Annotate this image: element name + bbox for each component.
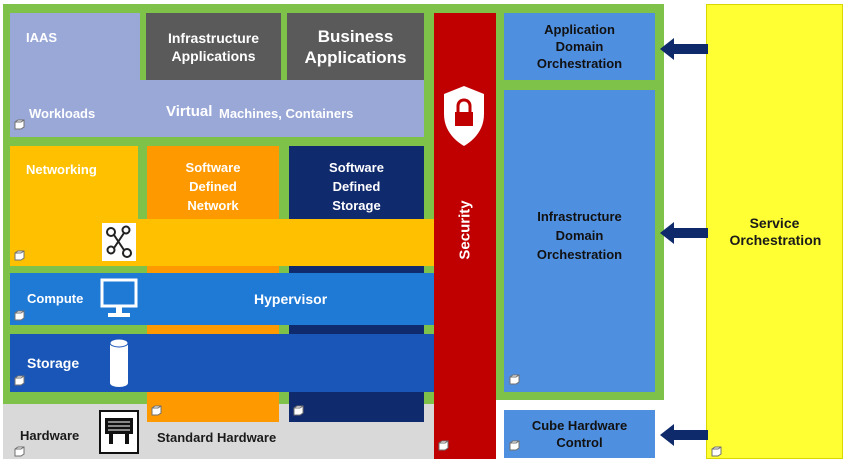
- cube-icon: [14, 446, 25, 457]
- storage-band: [10, 334, 434, 392]
- infrastructure-domain-orchestration-block: Infrastructure Domain Orchestration: [504, 90, 655, 392]
- standard-hardware-label: Standard Hardware: [157, 430, 277, 445]
- cube-icon: [14, 310, 25, 321]
- business-applications-label: Business Applications: [304, 26, 407, 67]
- cube-icon: [293, 405, 304, 416]
- disk-cylinder-icon: [108, 337, 130, 389]
- compute-label: Compute: [27, 291, 84, 306]
- cube-hardware-control-block: Cube Hardware Control: [504, 410, 655, 458]
- machines-containers-label: Machines, Containers: [219, 106, 354, 121]
- sds-label-box: Software Defined Storage: [289, 156, 424, 216]
- shield-lock-icon: [441, 84, 487, 148]
- arrow-left-icon: [660, 222, 708, 244]
- cube-icon: [438, 440, 449, 451]
- infrastructure-applications-label: Infrastructure Applications: [167, 29, 260, 64]
- workloads-band: [10, 91, 424, 137]
- networking-band: [138, 219, 434, 266]
- infrastructure-domain-orchestration-label: Infrastructure Domain Orchestration: [536, 208, 623, 262]
- cube-hardware-control-label: Cube Hardware Control: [531, 418, 628, 450]
- sdn-column-lower: [147, 392, 279, 422]
- monitor-icon: [100, 278, 140, 320]
- business-applications-block: Business Applications: [287, 13, 424, 80]
- cube-icon: [14, 119, 25, 130]
- compute-band: [10, 273, 434, 325]
- hardware-label: Hardware: [20, 428, 80, 443]
- sds-label: Software Defined Storage: [329, 159, 384, 213]
- service-orchestration-block: Service Orchestration: [706, 4, 843, 459]
- iaas-label: IAAS: [26, 30, 58, 45]
- application-domain-orchestration-block: Application Domain Orchestration: [504, 13, 655, 80]
- hypervisor-label: Hypervisor: [254, 291, 328, 307]
- infrastructure-applications-block: Infrastructure Applications: [146, 13, 281, 80]
- server-hardware-icon: [99, 410, 139, 454]
- application-domain-orchestration-label: Application Domain Orchestration: [536, 22, 623, 71]
- network-nodes-icon: [102, 223, 136, 261]
- security-label-wrap: Security: [434, 180, 496, 280]
- virtual-label: Virtual: [166, 103, 213, 120]
- workloads-band-top: [140, 80, 424, 91]
- cube-icon: [509, 374, 520, 385]
- iaas-block: [10, 13, 140, 91]
- sdn-label-box: Software Defined Network: [147, 156, 279, 216]
- networking-label: Networking: [26, 162, 97, 177]
- storage-label: Storage: [27, 355, 80, 371]
- security-label: Security: [456, 200, 474, 260]
- cube-icon: [151, 405, 162, 416]
- arrow-left-icon: [660, 38, 708, 60]
- cube-icon: [14, 250, 25, 261]
- cube-icon: [711, 446, 722, 457]
- arrow-left-icon: [660, 424, 708, 446]
- workloads-label: Workloads: [29, 106, 96, 121]
- service-orchestration-label: Service Orchestration: [729, 214, 822, 248]
- sdn-label: Software Defined Network: [185, 159, 241, 213]
- cube-icon: [14, 375, 25, 386]
- cube-icon: [509, 440, 520, 451]
- sds-column-lower: [289, 392, 424, 422]
